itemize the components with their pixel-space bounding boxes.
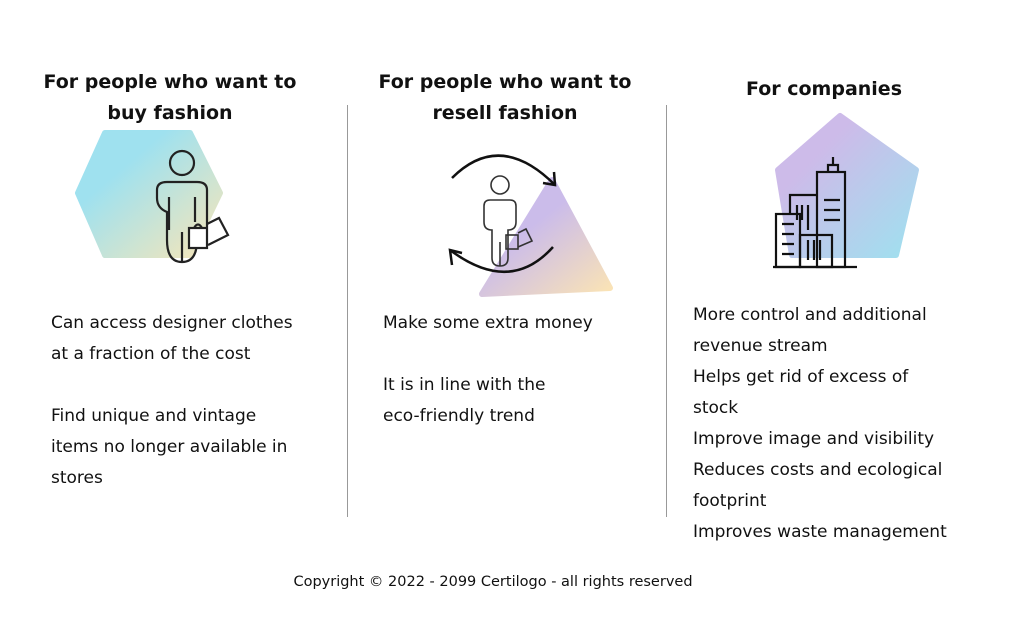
benefit-line: revenue stream — [693, 336, 828, 356]
benefit-line: stores — [51, 468, 103, 488]
column-title-buyers: For people who want to buy fashion — [20, 67, 320, 129]
shopper-hexagon-icon — [75, 130, 230, 264]
title-line: For companies — [745, 78, 903, 100]
benefit-line: stock — [693, 398, 739, 418]
benefit-line: items no longer available in — [51, 437, 288, 457]
title-line: resell fashion — [432, 102, 578, 124]
title-line: buy fashion — [107, 102, 233, 124]
benefit-line: It is in line with the — [383, 375, 546, 395]
benefit-line: Can access designer clothes — [51, 313, 293, 333]
title-line: For people who want to — [378, 71, 632, 93]
benefit-line: Make some extra money — [383, 313, 593, 333]
column-title-resellers: For people who want to resell fashion — [355, 67, 655, 129]
resell-cycle-icon — [448, 154, 613, 297]
benefit-list-companies: More control and additional revenue stre… — [693, 300, 947, 548]
benefit-list-buyers: Can access designer clothes at a fractio… — [51, 308, 293, 494]
column-divider — [347, 105, 348, 517]
title-line: For people who want to — [43, 71, 297, 93]
copyright-footer: Copyright © 2022 - 2099 Certilogo - all … — [293, 574, 693, 590]
benefit-line: Improves waste management — [693, 522, 947, 542]
benefit-line: at a fraction of the cost — [51, 344, 251, 364]
benefit-line: Helps get rid of excess of — [693, 367, 909, 387]
column-title-companies: For companies — [674, 74, 974, 105]
benefit-line: Improve image and visibility — [693, 429, 935, 449]
benefit-line: More control and additional — [693, 305, 927, 325]
benefit-line: footprint — [693, 491, 767, 511]
benefit-line: Reduces costs and ecological — [693, 460, 943, 480]
benefit-line: eco-friendly trend — [383, 406, 535, 426]
benefit-list-resellers: Make some extra money It is in line with… — [383, 308, 593, 432]
buildings-pentagon-icon — [773, 113, 919, 269]
column-divider — [666, 105, 667, 517]
benefit-line: Find unique and vintage — [51, 406, 257, 426]
